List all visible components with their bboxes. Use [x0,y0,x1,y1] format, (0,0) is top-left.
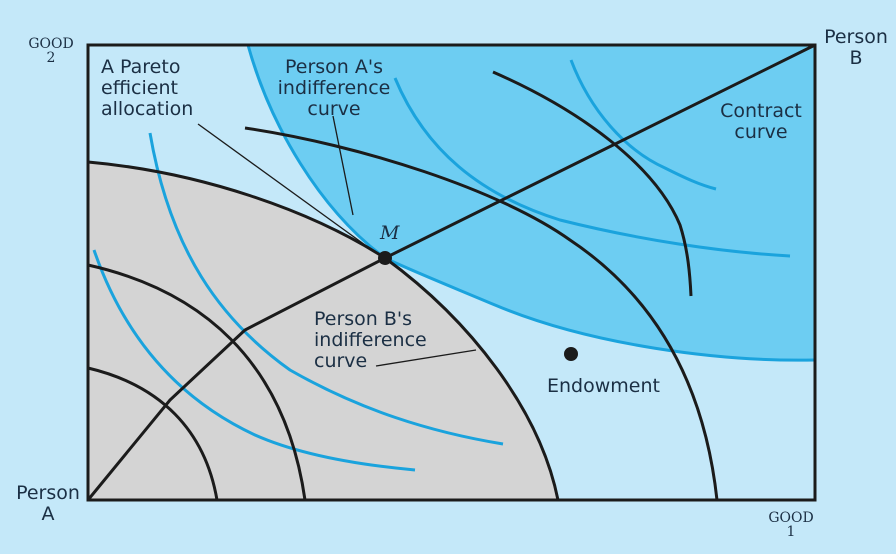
indifference-curve-a2 [148,132,504,446]
person-a-region [88,162,558,500]
good-1-axis-label: GOOD 1 [768,510,814,540]
person-b-label: Person B [824,26,888,69]
person-a-label: Person A [16,482,80,525]
indifference-curve-b1 [87,366,219,501]
edgeworth-box-frame [86,43,817,502]
contract-curve-label: Contract curve [720,100,802,143]
point-m [378,251,392,265]
indifference-curve-b4 [492,70,693,297]
b-curve-leader-line [375,349,477,367]
person-a-indifference-curves [92,59,791,472]
indifference-curve-a1 [92,249,416,472]
pareto-leader-line [197,123,373,251]
person-b-curve-label: Person B's indifference curve [314,308,427,372]
person-b-region-boundary [246,44,816,362]
indifference-curve-b3 [244,126,719,501]
person-b-region [248,45,815,361]
indifference-curve-a3 [393,77,791,258]
endowment-label: Endowment [547,375,660,397]
endowment-point [564,347,578,361]
indifference-curve-b2 [87,263,307,501]
person-b-indifference-curves [87,70,719,501]
contract-curve [86,43,816,501]
a-curve-leader-line [332,115,354,216]
leader-lines [197,115,477,367]
point-m-label: M [380,222,400,244]
indifference-curve-a4 [569,59,717,191]
good-2-axis-label: GOOD 2 [28,36,74,66]
pareto-efficient-label: A Pareto efficient allocation [101,56,194,120]
person-a-curve-label: Person A's indifference curve [277,56,391,120]
